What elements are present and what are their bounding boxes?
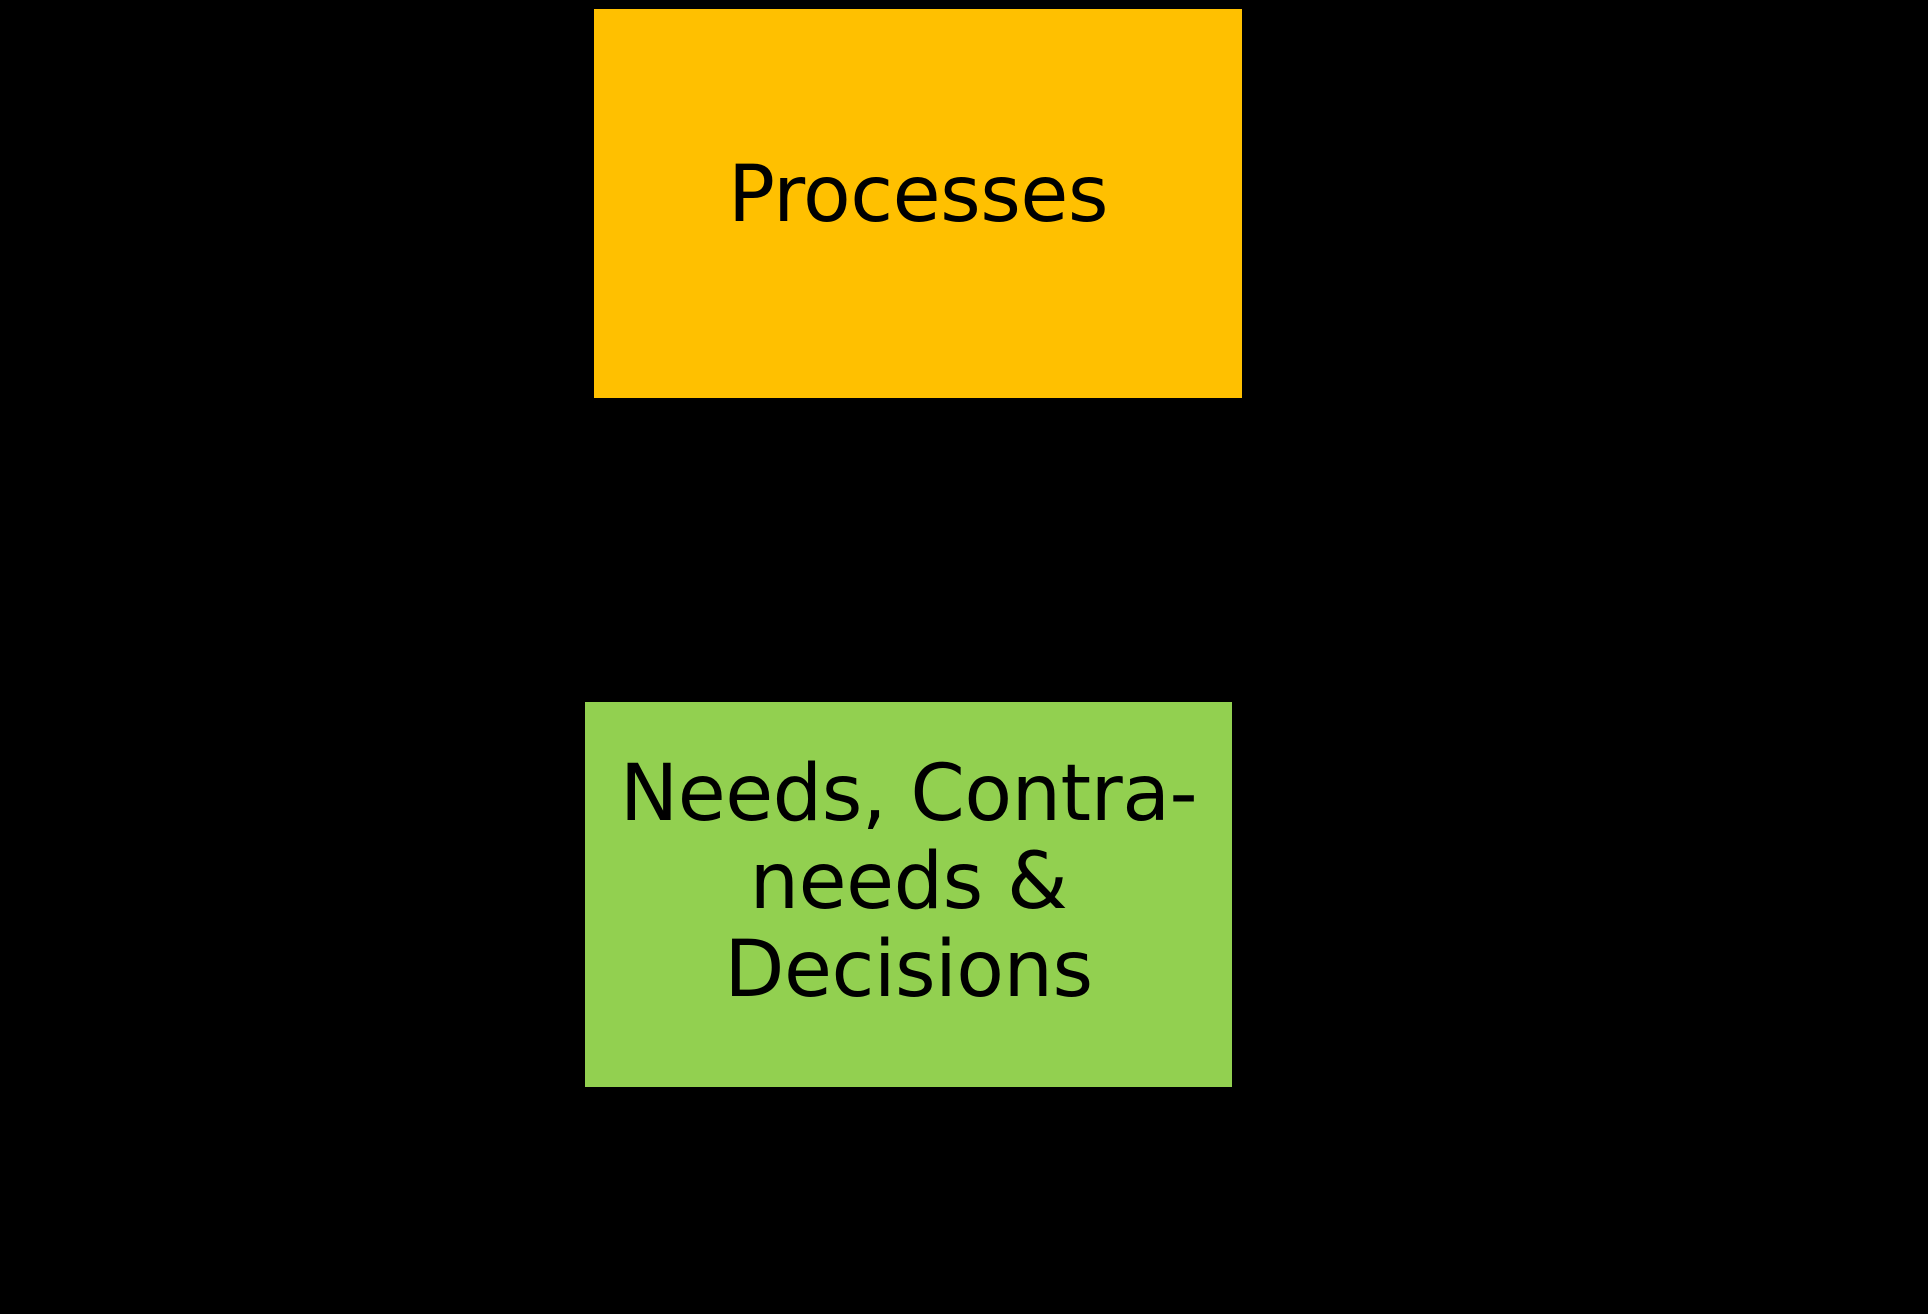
- node-needs-label-line-2: needs &: [749, 837, 1068, 927]
- node-needs-label-line-3: Decisions: [724, 925, 1093, 1015]
- node-needs-label-line-1: Needs, Contra-: [619, 749, 1198, 839]
- node-needs-label: Needs, Contra- needs & Decisions: [585, 750, 1232, 1014]
- node-processes[interactable]: Processes: [594, 9, 1242, 398]
- node-processes-label: Processes: [727, 150, 1109, 240]
- node-needs-contraneeds-decisions[interactable]: Needs, Contra- needs & Decisions: [585, 702, 1232, 1087]
